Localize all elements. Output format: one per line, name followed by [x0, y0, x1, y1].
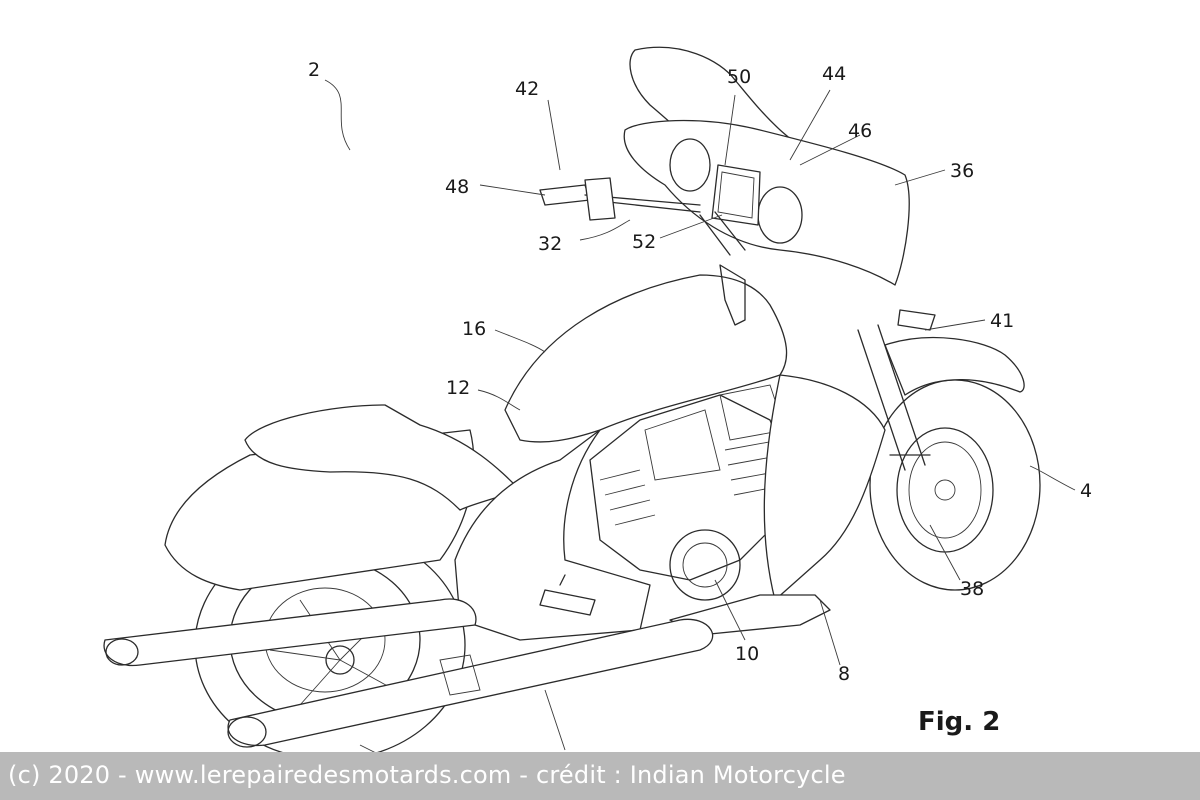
- label-44: 44: [822, 63, 846, 85]
- label-42: 42: [515, 78, 539, 100]
- turn-signal: [897, 309, 936, 331]
- label-46: 46: [848, 120, 872, 142]
- front-wheel: [869, 379, 1041, 591]
- exhaust: [103, 598, 714, 748]
- label-52: 52: [632, 231, 656, 253]
- watermark-credit: (c) 2020 - www.lerepairedesmotards.com -…: [8, 761, 846, 789]
- label-41: 41: [990, 310, 1014, 332]
- label-36: 36: [950, 160, 974, 182]
- label-4: 4: [1080, 480, 1092, 502]
- engine: [589, 384, 791, 601]
- handlebar: [539, 177, 746, 326]
- label-32: 32: [538, 233, 562, 255]
- label-10: 10: [735, 643, 759, 665]
- fairing: [623, 119, 910, 286]
- label-50: 50: [727, 66, 751, 88]
- lower-fairing: [763, 374, 886, 601]
- figure-caption: Fig. 2: [918, 707, 1000, 737]
- label-48: 48: [445, 176, 469, 198]
- front-fork: [857, 324, 931, 471]
- label-2: 2: [308, 59, 320, 81]
- credit-bar: [0, 752, 1200, 800]
- instrument-cluster: [669, 138, 803, 244]
- seat: [244, 404, 521, 511]
- footpeg: [539, 574, 596, 616]
- front-fender: [884, 336, 1025, 396]
- label-12: 12: [446, 377, 470, 399]
- fuel-tank: [504, 274, 788, 443]
- label-38: 38: [960, 578, 984, 600]
- label-16: 16: [462, 318, 486, 340]
- lower-frame: [454, 429, 651, 641]
- label-8: 8: [838, 663, 850, 685]
